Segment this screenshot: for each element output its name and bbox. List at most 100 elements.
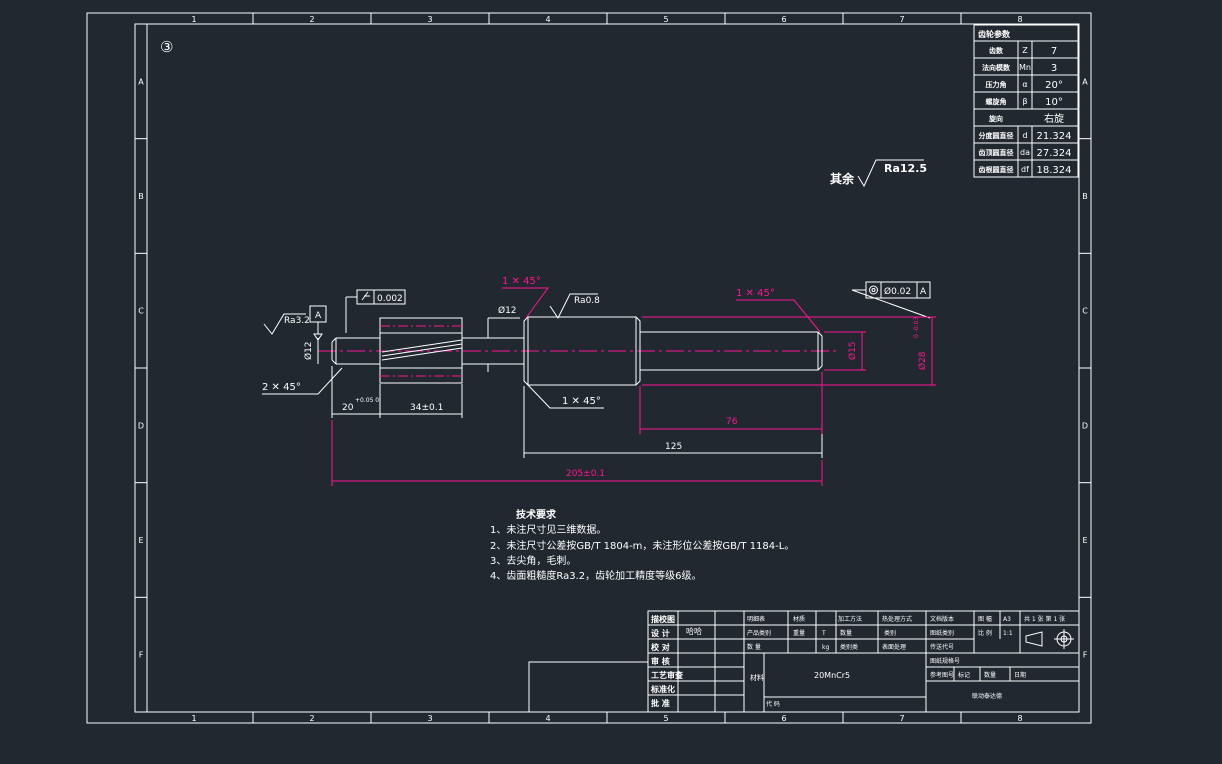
shaft-right-end — [640, 331, 823, 371]
gear-param-symbol: Z — [1022, 46, 1028, 55]
title-block-cell: 1:1 — [1003, 630, 1013, 637]
title-block: 描校图设 计校 对审 核工艺审查标准化批 准 哈哈 明细表材质加工方法热处理方式… — [528, 610, 1080, 713]
gear-param-symbol: β — [1022, 97, 1027, 106]
title-block-cell: 表面处理 — [882, 643, 906, 651]
material-label: 材料 — [750, 673, 764, 682]
title-block-side-box — [528, 661, 649, 713]
title-block-cell: A3 — [1003, 616, 1011, 623]
title-block-cell: 文档版本 — [930, 615, 954, 623]
len-20-label: 20 — [342, 403, 354, 413]
title-block-cell: 图 幅 — [978, 615, 992, 623]
roughness-symbol-icon — [857, 159, 924, 188]
row-label-right: C — [1082, 307, 1088, 316]
position-symbol-icon — [869, 285, 878, 295]
gear-table-title: 齿轮参数 — [978, 29, 1011, 39]
title-block-left-label: 审 核 — [651, 656, 670, 666]
len-76-label: 76 — [726, 417, 738, 427]
col-label-top: 4 — [545, 15, 550, 24]
runout-arrow-icon — [361, 291, 370, 301]
len-205-dimline — [331, 420, 823, 486]
title-block-left-label: 描校图 — [651, 614, 675, 624]
shaft-geometry — [318, 316, 838, 386]
material-value: 20MnCr5 — [814, 671, 850, 680]
len-34-label: 34±0.1 — [410, 403, 443, 413]
gear-param-value: 27.324 — [1037, 148, 1072, 159]
title-block-cell: T — [821, 630, 826, 637]
tech-req-line-2: 2、未注尺寸公差按GB/T 1804-m，未注形位公差按GB/T 1184-L。 — [490, 539, 794, 552]
view-number: ③ — [160, 38, 173, 56]
projection-symbol-icon — [1025, 629, 1074, 649]
col-label-top: 1 — [191, 15, 196, 24]
col-label-top: 7 — [899, 15, 904, 24]
col-label-bottom: 1 — [191, 714, 196, 723]
code-label: 代 码 — [766, 700, 780, 708]
dia28-dimline — [642, 316, 936, 386]
chamfer-left-leader — [262, 367, 343, 395]
title-block-left-label: 批 准 — [651, 698, 670, 708]
runout-leader — [345, 296, 357, 333]
shaft-left-end — [331, 337, 380, 365]
gear-param-name: 分度圆直径 — [979, 131, 1014, 140]
row-label-right: A — [1082, 77, 1088, 86]
datum-a-label: A — [315, 311, 322, 321]
title-block-cell: 加工方法 — [838, 615, 862, 623]
white-annotations: Ra3.2 A 0.002 Ø12 Ra0.8 2 ✕ 45° Ø12 1 ✕ … — [262, 281, 931, 458]
position-tol-value: Ø0.02 — [884, 286, 911, 297]
title-block-cell: 传送代号 — [930, 643, 954, 651]
position-symbol-icon-center — [871, 288, 876, 292]
title-block-left-label: 工艺审查 — [651, 670, 684, 680]
chamfer-mid-bottom-leader — [526, 383, 604, 409]
gear-param-name: 压力角 — [986, 80, 1007, 89]
gear-param-name: 齿顶圆直径 — [979, 148, 1014, 157]
len-205-label: 205±0.1 — [566, 469, 605, 479]
designer-name: 哈哈 — [686, 626, 702, 636]
title-block-cell: 产品类别 — [747, 629, 771, 637]
gear-param-name: 法向模数 — [982, 63, 1011, 72]
gear-param-value: 右旋 — [1044, 112, 1064, 125]
len-20-tol: +0.05 0 — [355, 397, 379, 404]
row-label-left: D — [138, 421, 144, 430]
row-label-left: E — [138, 536, 143, 545]
title-block-cell: 明细表 — [747, 615, 765, 623]
gear-param-value: 20° — [1045, 80, 1063, 91]
title-block-left-label: 设 计 — [651, 628, 670, 638]
position-tol-leader — [851, 289, 931, 319]
gear-param-value: 18.324 — [1037, 165, 1072, 176]
gear-param-name: 旋向 — [988, 114, 1003, 123]
title-block-left-label: 校 对 — [651, 642, 670, 652]
title-block-cell: kg — [822, 644, 829, 651]
tech-requirements: 技术要求 1、未注尺寸见三维数据。 2、未注尺寸公差按GB/T 1804-m，未… — [490, 508, 794, 582]
title-block-left-label: 标准化 — [650, 684, 675, 694]
gear-param-symbol: α — [1022, 80, 1027, 89]
title-block-cell: 参考图号 — [930, 671, 954, 679]
col-label-bottom: 5 — [663, 714, 668, 723]
ra32-symbol-icon — [263, 313, 306, 335]
col-label-top: 8 — [1017, 15, 1022, 24]
tech-req-line-3: 3、去尖角，毛刺。 — [490, 554, 576, 567]
col-label-bottom: 2 — [309, 714, 314, 723]
gear-param-name: 螺旋角 — [986, 97, 1007, 106]
col-label-top: 6 — [781, 15, 786, 24]
dia12-top-leader — [487, 317, 520, 372]
gear-param-symbol: df — [1021, 165, 1029, 174]
dia12-left-label: Ø12 — [303, 341, 314, 360]
tech-req-line-4: 4、齿面粗糙度Ra3.2，齿轮加工精度等级6级。 — [490, 569, 701, 582]
col-label-bottom: 8 — [1017, 714, 1022, 723]
ra08-symbol-icon — [549, 293, 598, 319]
row-label-left: A — [138, 77, 144, 86]
chamfer-mid-top-leader — [502, 287, 549, 319]
title-block-cell: 热处理方式 — [882, 615, 912, 623]
runout-value: 0.002 — [377, 294, 403, 304]
title-block-cell: 数量 — [840, 629, 852, 637]
gear-helix-lines — [381, 339, 463, 361]
title-block-cell: 类别 — [884, 629, 896, 637]
col-label-bottom: 6 — [781, 714, 786, 723]
dia28-tol: 0 -0.03 — [913, 317, 920, 338]
